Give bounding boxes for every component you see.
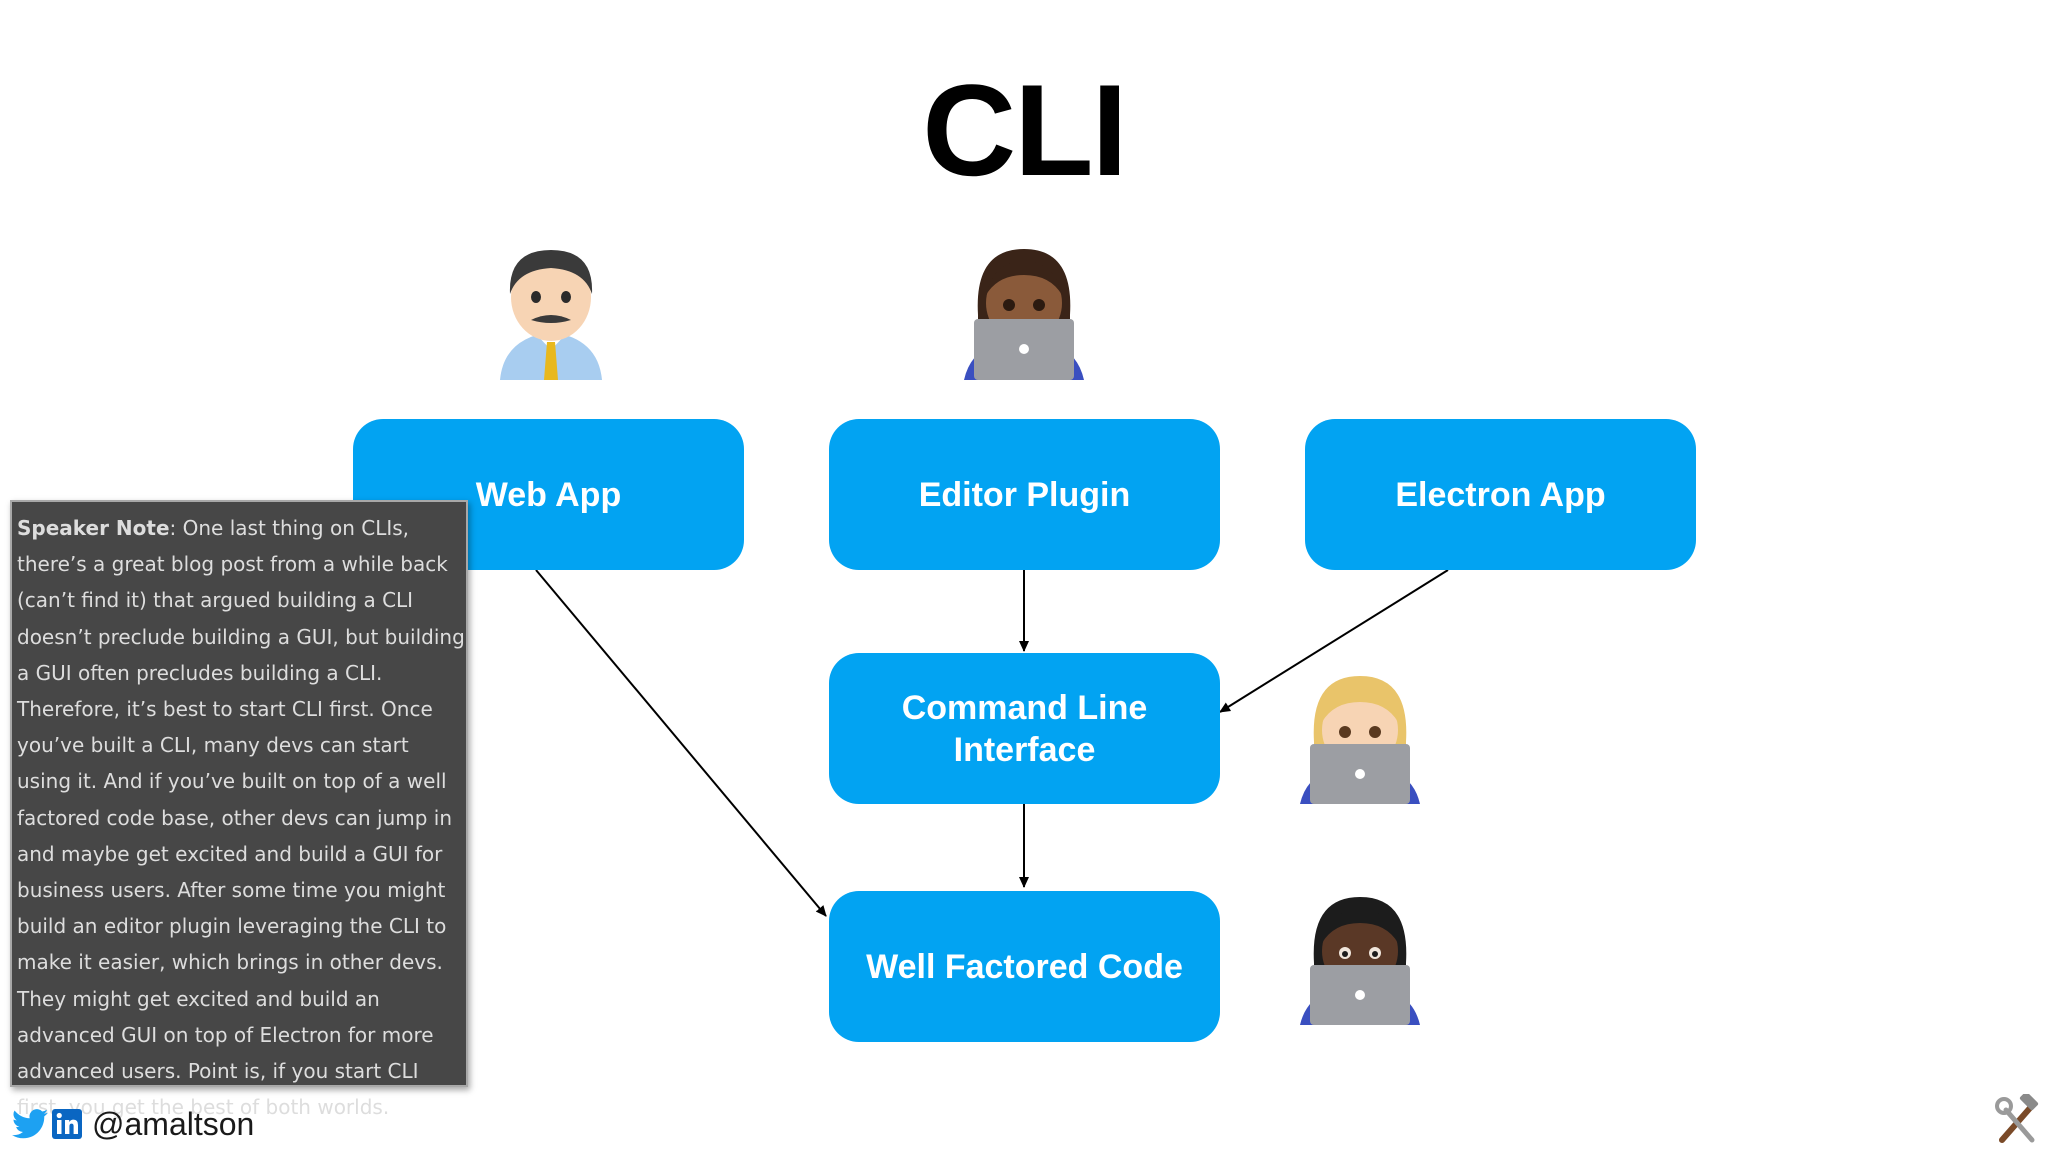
speaker-note-text: : One last thing on CLIs, there’s a grea… xyxy=(17,516,465,1120)
slide-title: CLI xyxy=(922,57,1127,203)
cli-box: Command Line Interface xyxy=(829,653,1220,804)
linkedin-icon[interactable] xyxy=(52,1109,82,1139)
woman-technologist-blonde-icon xyxy=(1300,676,1420,804)
speaker-note-label: Speaker Note xyxy=(17,516,170,540)
code-label: Well Factored Code xyxy=(866,947,1183,986)
twitter-handle[interactable]: @amaltson xyxy=(92,1105,255,1142)
cli-label: Command Line Interface xyxy=(901,688,1148,769)
speaker-note: Speaker Note: One last thing on CLIs, th… xyxy=(10,500,468,1119)
arrow-electron-to-cli xyxy=(1219,569,1449,713)
twitter-icon[interactable] xyxy=(12,1109,48,1139)
footer: @amaltson xyxy=(12,1104,254,1144)
woman-technologist-dark-icon xyxy=(1300,897,1420,1025)
man-office-worker-icon xyxy=(500,250,602,380)
electron-app-box: Electron App xyxy=(1305,419,1696,570)
woman-technologist-icon xyxy=(964,249,1084,380)
electron-app-label: Electron App xyxy=(1395,475,1606,514)
arrow-webapp-to-code xyxy=(535,569,827,917)
hammer-wrench-icon xyxy=(1995,1094,2039,1143)
web-app-label: Web App xyxy=(475,475,622,514)
code-box: Well Factored Code xyxy=(829,891,1220,1042)
editor-plugin-label: Editor Plugin xyxy=(918,475,1131,514)
editor-plugin-box: Editor Plugin xyxy=(829,419,1220,570)
